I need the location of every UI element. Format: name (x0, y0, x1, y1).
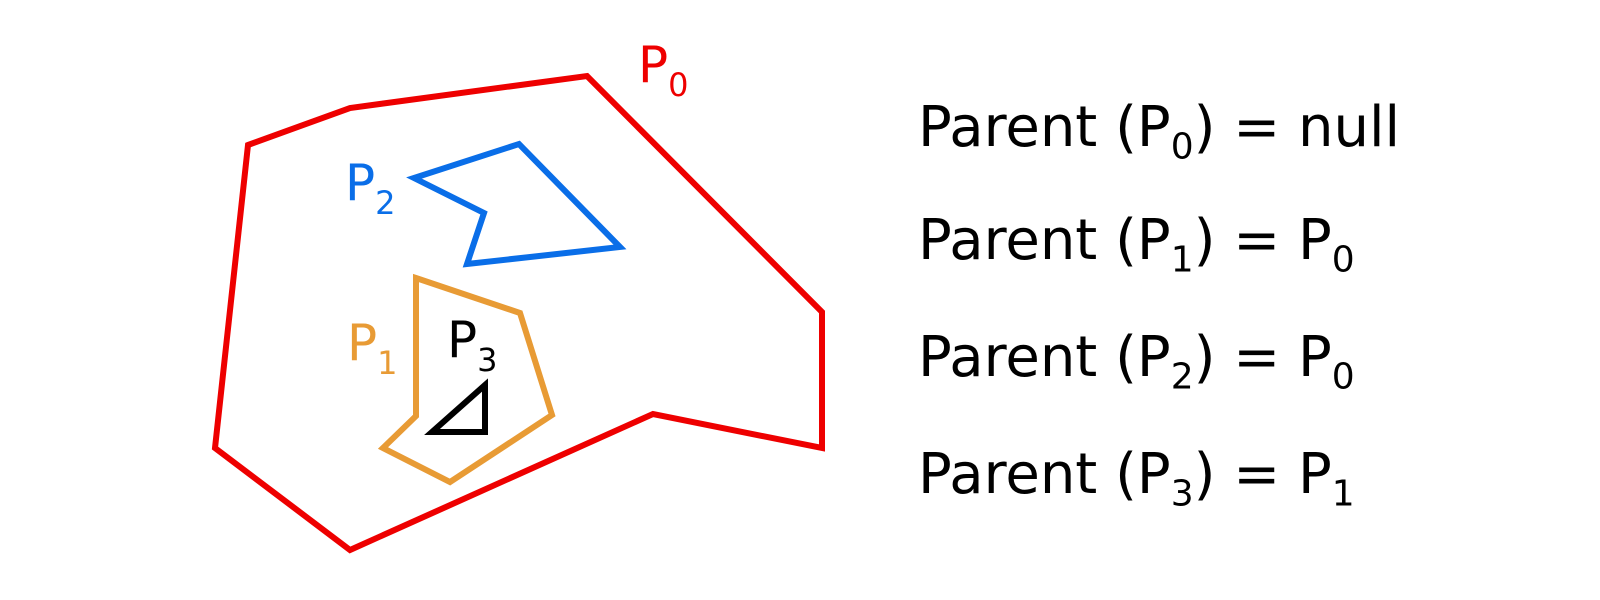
label-p2-letter: P (345, 154, 375, 212)
relation-value-letter: P (1297, 442, 1332, 507)
relation-value-letter: P (1297, 208, 1332, 273)
relation-arg-index: 2 (1170, 356, 1194, 398)
relation-value-index: 0 (1331, 239, 1355, 281)
label-p1-letter: P (347, 314, 377, 372)
relation-arg-letter: P (1136, 442, 1171, 507)
relation-value-index: 0 (1331, 356, 1355, 398)
relation-value-letter: null (1297, 95, 1401, 160)
label-p3-index: 3 (477, 341, 497, 379)
relation-arg-letter: P (1136, 95, 1171, 160)
relation-arg-letter: P (1136, 208, 1171, 273)
label-p3-letter: P (447, 311, 477, 369)
relation-eq: ) = (1193, 325, 1298, 390)
relation-eq: ) = (1193, 95, 1298, 160)
polygon-p3 (424, 378, 488, 435)
relation-prefix: Parent ( (918, 208, 1137, 273)
relation-value-letter: P (1297, 325, 1332, 390)
label-p1-index: 1 (377, 344, 397, 382)
label-p2-index: 2 (375, 184, 395, 222)
polygon-p2 (406, 140, 627, 268)
polygon-p1 (377, 273, 556, 486)
label-p2: P2 (345, 154, 396, 222)
relation-arg-index: 0 (1170, 126, 1194, 168)
relation-prefix: Parent ( (918, 325, 1137, 390)
polygon-p0 (211, 72, 825, 554)
label-p0-letter: P (638, 36, 668, 94)
label-p0-index: 0 (668, 66, 688, 104)
label-p0: P0 (638, 36, 689, 104)
relation-value-index: 1 (1331, 473, 1355, 515)
relation-eq: ) = (1193, 442, 1298, 507)
relation-line-p3: Parent (P3) = P1 (918, 447, 1355, 513)
relation-line-p0: Parent (P0) = null (918, 100, 1400, 166)
relation-arg-index: 1 (1170, 239, 1194, 281)
relation-line-p1: Parent (P1) = P0 (918, 213, 1355, 279)
label-p1: P1 (347, 314, 398, 382)
relation-prefix: Parent ( (918, 95, 1137, 160)
relation-arg-letter: P (1136, 325, 1171, 390)
relation-prefix: Parent ( (918, 442, 1137, 507)
label-p3: P3 (447, 311, 498, 379)
relation-eq: ) = (1193, 208, 1298, 273)
relation-arg-index: 3 (1170, 473, 1194, 515)
relation-line-p2: Parent (P2) = P0 (918, 330, 1355, 396)
